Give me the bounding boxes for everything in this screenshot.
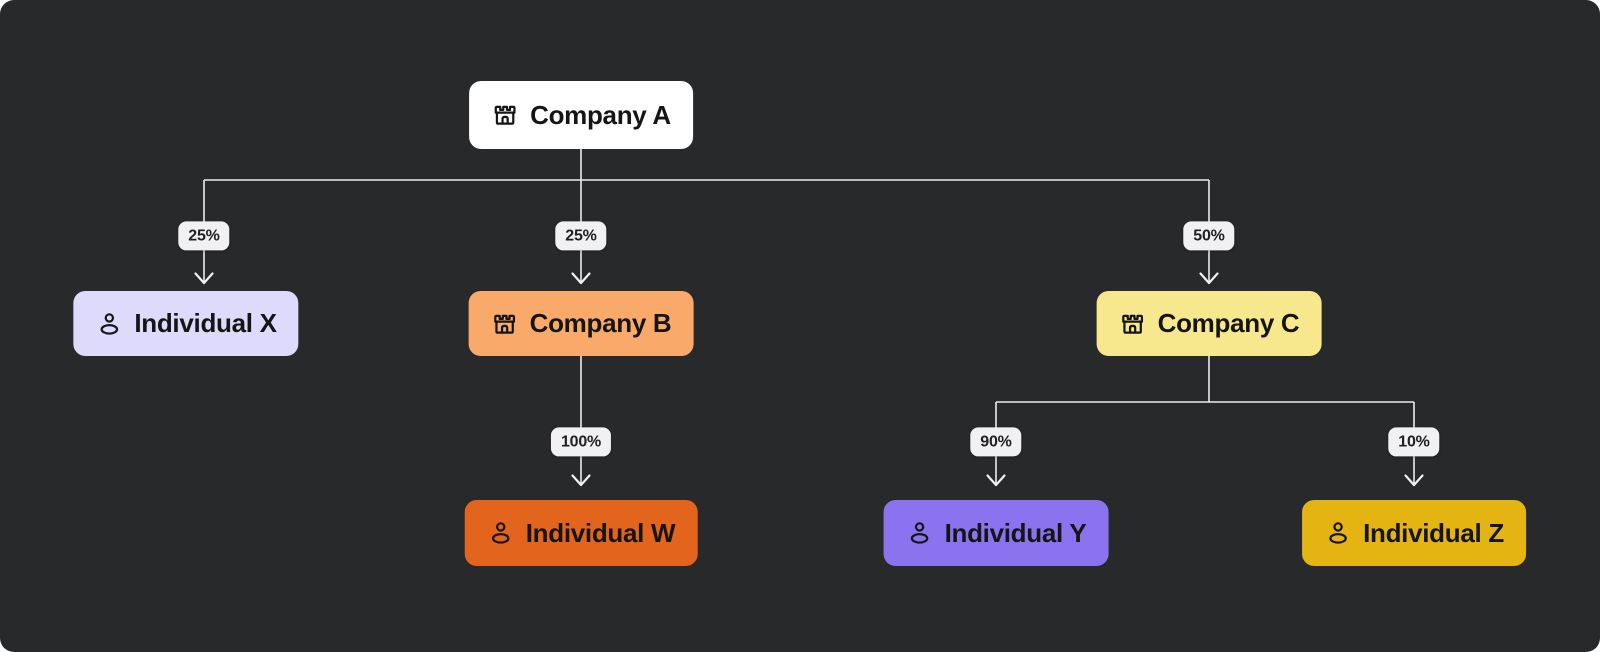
arrow-down-icon bbox=[1404, 474, 1424, 487]
node-individual-y[interactable]: Individual Y bbox=[883, 500, 1109, 566]
node-label: Individual X bbox=[134, 308, 277, 338]
storefront-icon bbox=[1119, 310, 1147, 338]
node-label: Individual W bbox=[525, 517, 676, 548]
node-label: Company B bbox=[529, 308, 672, 338]
arrow-down-icon bbox=[194, 272, 214, 285]
arrow-down-icon bbox=[986, 474, 1006, 487]
node-company-a[interactable]: Company A bbox=[469, 81, 693, 149]
storefront-icon bbox=[491, 310, 519, 338]
ownership-percent-badge: 25% bbox=[178, 221, 230, 251]
ownership-percent-badge: 50% bbox=[1183, 221, 1235, 251]
person-icon bbox=[1324, 519, 1352, 547]
node-label: Company A bbox=[530, 99, 671, 130]
node-company-c[interactable]: Company C bbox=[1096, 291, 1322, 356]
arrow-down-icon bbox=[571, 272, 591, 285]
arrow-down-icon bbox=[571, 474, 591, 487]
node-individual-x[interactable]: Individual X bbox=[73, 291, 299, 356]
ownership-percent-badge: 100% bbox=[550, 427, 612, 457]
person-icon bbox=[487, 519, 515, 547]
storefront-icon bbox=[491, 101, 519, 129]
ownership-percent-badge: 10% bbox=[1388, 427, 1440, 457]
edge-line-company-a-children bbox=[203, 149, 1210, 283]
node-company-b[interactable]: Company B bbox=[468, 291, 694, 356]
ownership-percent-badge: 25% bbox=[555, 221, 607, 251]
person-icon bbox=[906, 519, 934, 547]
edge-line-company-c-children bbox=[995, 356, 1415, 485]
node-label: Company C bbox=[1157, 308, 1300, 338]
node-label: Individual Y bbox=[944, 517, 1087, 548]
arrow-down-icon bbox=[1199, 272, 1219, 285]
person-icon bbox=[95, 310, 123, 338]
node-label: Individual Z bbox=[1363, 517, 1504, 548]
node-individual-w[interactable]: Individual W bbox=[464, 500, 698, 566]
ownership-percent-badge: 90% bbox=[970, 427, 1022, 457]
node-individual-z[interactable]: Individual Z bbox=[1302, 500, 1526, 566]
